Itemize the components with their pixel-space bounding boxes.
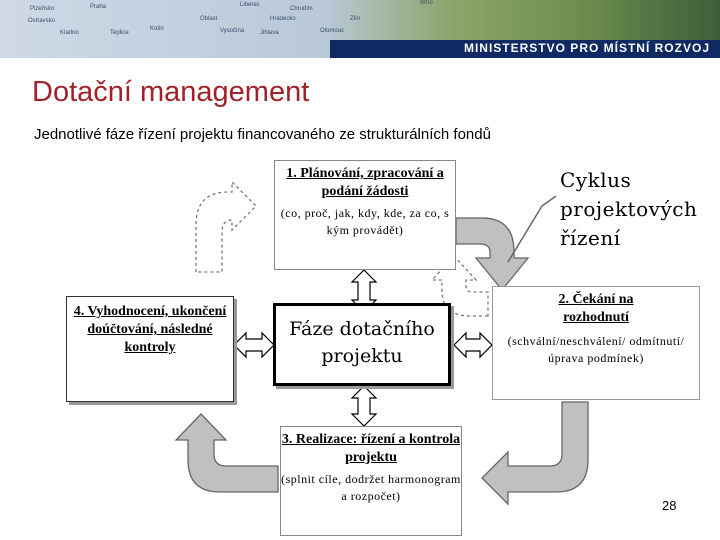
double-arrow-icon (352, 386, 376, 426)
phase-2-title: 2. Čekání na rozhodnutí (493, 291, 699, 327)
phase-1-title: 1. Plánování, zpracování a podání žádost… (275, 165, 455, 201)
curved-arrow-icon (176, 414, 278, 492)
phase-2-description: (schvální/neschválení/ odmítnutí/úprava … (493, 333, 699, 367)
phase-1-description: (co, proč, jak, kdy, kde, za co, s kým p… (275, 205, 455, 239)
cycle-pointer (508, 196, 556, 262)
phase-4-box: 4. Vyhodnocení, ukončení doúčtování, nás… (66, 296, 234, 402)
center-box: Fáze dotačního projektu (273, 303, 451, 386)
phase-2-box: 2. Čekání na rozhodnutí (schvální/neschv… (492, 286, 700, 400)
phase-1-box: 1. Plánování, zpracování a podání žádost… (274, 160, 456, 270)
phase-4-title: 4. Vyhodnocení, ukončení doúčtování, nás… (73, 303, 227, 357)
cycle-label: Cyklus projektových řízení (560, 166, 718, 253)
double-arrow-icon (454, 333, 492, 357)
curved-arrow-icon (482, 402, 588, 504)
phase-3-description: (splnit cíle, dodržet harmonogram a rozp… (281, 471, 461, 505)
phase-3-title: 3. Realizace: řízení a kontrola projektu (281, 431, 461, 467)
page-number: 28 (662, 498, 676, 513)
phase-3-box: 3. Realizace: řízení a kontrola projektu… (280, 426, 462, 536)
dashed-curved-arrow-icon (196, 182, 256, 272)
double-arrow-icon (234, 333, 274, 357)
